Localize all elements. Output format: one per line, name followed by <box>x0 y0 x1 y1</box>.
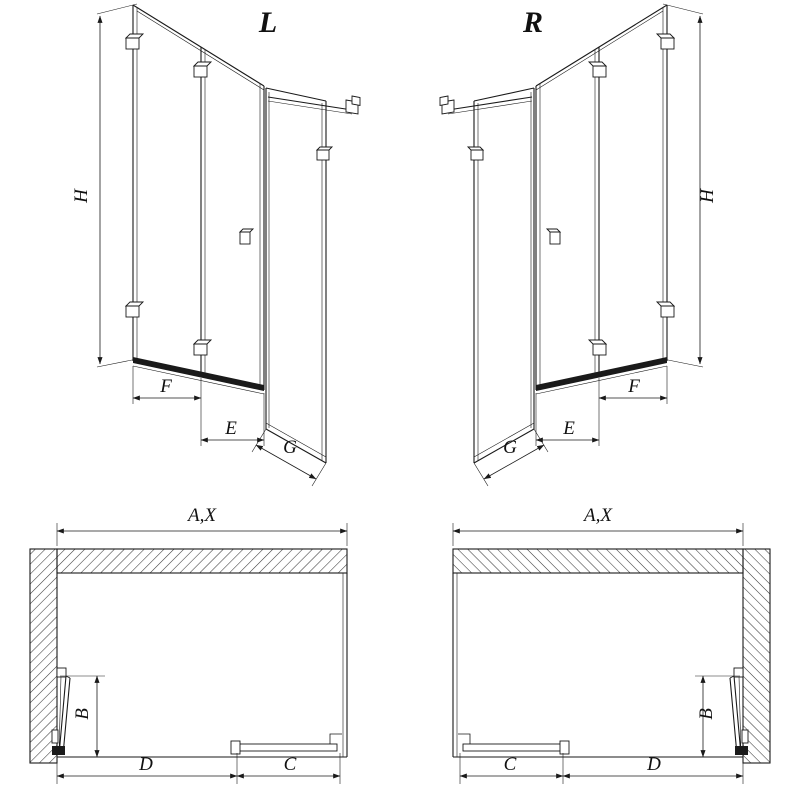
dim-label-f-left: F <box>159 376 172 397</box>
left-elevation-geometry <box>97 4 360 486</box>
dim-label-b-right: B <box>696 708 717 720</box>
dim-label-f-right: F <box>627 376 640 397</box>
dim-label-e-left: E <box>224 418 237 439</box>
dim-label-c-right: C <box>504 754 517 775</box>
right-elevation-geometry <box>440 4 703 486</box>
right-plan-geometry <box>453 523 770 784</box>
dim-label-ax-left: A,X <box>186 505 217 526</box>
view-label-right: R <box>522 6 543 39</box>
right-elevation-view <box>440 4 703 486</box>
dim-label-c-left: C <box>284 754 297 775</box>
dim-label-d-right: D <box>646 754 661 775</box>
dim-label-b-left: B <box>72 708 93 720</box>
dim-label-ax-right: A,X <box>582 505 613 526</box>
left-elevation-view <box>97 4 360 486</box>
dim-label-h-left: H <box>71 188 92 204</box>
dim-label-g-left: G <box>283 437 297 458</box>
left-plan-view <box>30 523 347 784</box>
dim-label-e-right: E <box>562 418 575 439</box>
view-label-left: L <box>258 6 277 39</box>
left-plan-geometry <box>30 523 347 784</box>
dim-label-d-left: D <box>138 754 153 775</box>
dim-label-g-right: G <box>503 437 517 458</box>
right-plan-view <box>453 523 770 784</box>
dim-label-h-right: H <box>697 188 718 204</box>
